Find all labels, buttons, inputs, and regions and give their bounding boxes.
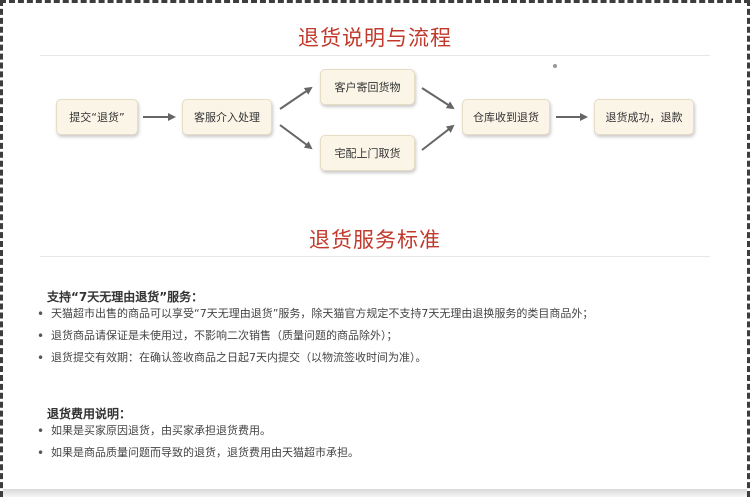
standards-title: 退货服务标准 <box>309 228 441 252</box>
standards-divider <box>40 256 710 257</box>
step-customer-mails-back: 客户寄回货物 <box>320 69 415 105</box>
list-item: •如果是买家原因退货，由买家承担退货费用。 <box>37 424 271 438</box>
list-item: •如果是商品质量问题而导致的退货，退货费用由天猫超市承担。 <box>37 446 359 460</box>
arrow-pickup-to-warehouse <box>421 124 455 151</box>
list-item: •天猫超市出售的商品可以享受“7天无理由退货”服务，除天猫官方规定不支持7天无理… <box>37 307 594 321</box>
step-warehouse-received: 仓库收到退货 <box>462 99 550 135</box>
support-heading: 支持“7天无理由退货”服务： <box>47 290 204 304</box>
title-divider <box>40 55 710 56</box>
fee-list: •如果是买家原因退货，由买家承担退货费用。 •如果是商品质量问题而导致的退货，退… <box>37 420 359 464</box>
arrow-mail-to-warehouse <box>421 87 455 110</box>
step-customer-service: 客服介入处理 <box>182 99 272 135</box>
fee-heading: 退货费用说明： <box>47 407 132 421</box>
arrow-service-to-mail <box>279 86 313 110</box>
list-item: •退货商品请保证是未使用过，不影响二次销售（质量问题的商品除外）； <box>37 329 398 343</box>
step-return-success: 退货成功，退款 <box>594 99 694 135</box>
step-submit-return: 提交“退货” <box>56 99 138 135</box>
decor-dot <box>553 64 557 68</box>
step-home-pickup: 宅配上门取货 <box>320 135 415 171</box>
arrow-service-to-pickup <box>279 124 313 150</box>
process-title: 退货说明与流程 <box>298 26 452 50</box>
support-list: •天猫超市出售的商品可以享受“7天无理由退货”服务，除天猫官方规定不支持7天无理… <box>37 303 593 369</box>
list-item: •退货提交有效期：在确认签收商品之日起7天内提交（以物流签收时间为准）。 <box>37 351 427 365</box>
